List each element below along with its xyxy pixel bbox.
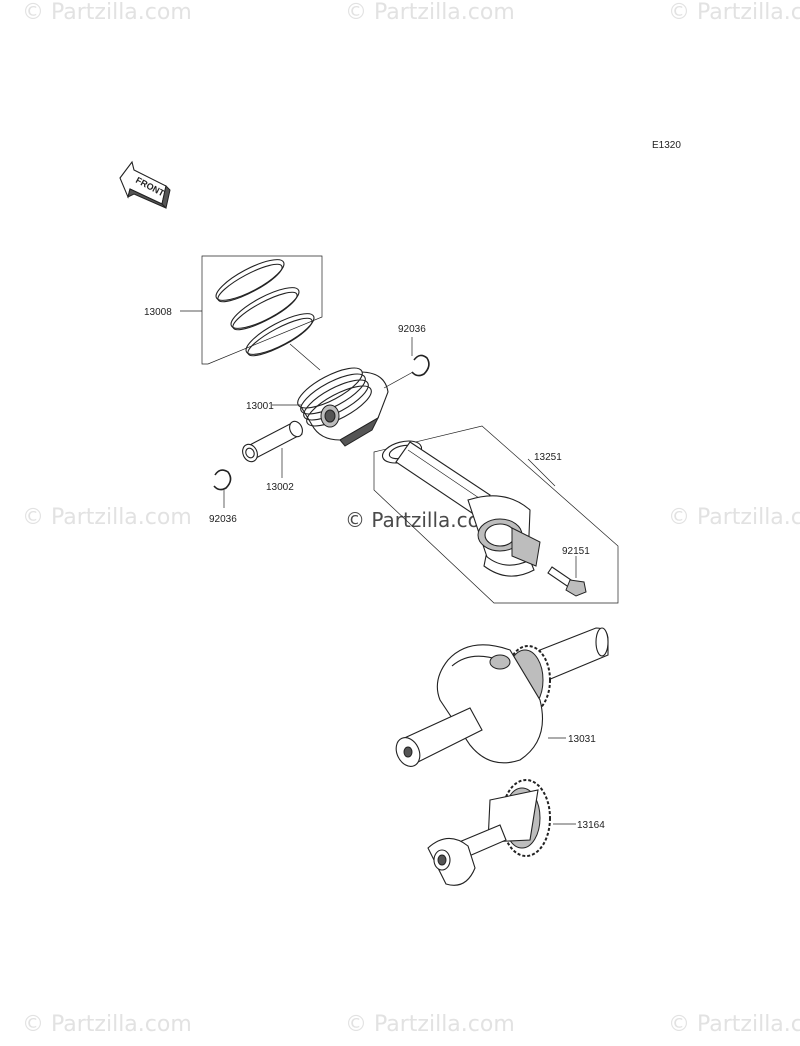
diagram-code: E1320 <box>652 140 681 151</box>
front-arrow-icon: FRONT <box>119 160 171 209</box>
watermark-top-left: © Partzilla.com <box>22 0 192 25</box>
crankshaft-part[interactable] <box>392 627 609 770</box>
watermark-mid-left: © Partzilla.com <box>22 505 192 530</box>
watermark-top-right: © Partzilla.com <box>668 0 800 25</box>
conrod-bolt-part[interactable] <box>547 566 587 597</box>
callout-92036-left[interactable]: 92036 <box>209 514 237 525</box>
circlip-right-part[interactable] <box>411 354 430 377</box>
watermark-bottom-left: © Partzilla.com <box>22 1012 192 1037</box>
callout-13251[interactable]: 13251 <box>534 452 562 463</box>
circlip-left-part[interactable] <box>213 469 232 491</box>
watermark-bottom-right: © Partzilla.com <box>668 1012 800 1037</box>
callout-13001[interactable]: 13001 <box>246 401 274 412</box>
connecting-rod-group[interactable] <box>373 425 619 604</box>
watermark-mid-right: © Partzilla.com <box>668 505 800 530</box>
watermark-top-center: © Partzilla.com <box>345 0 515 25</box>
callout-13008[interactable]: 13008 <box>144 307 172 318</box>
callout-13031[interactable]: 13031 <box>568 734 596 745</box>
callout-92151[interactable]: 92151 <box>562 546 590 557</box>
callout-92036-right[interactable]: 92036 <box>398 324 426 335</box>
piston-pin-part[interactable] <box>240 419 305 464</box>
piston-rings-group[interactable] <box>180 252 323 365</box>
piston-part[interactable] <box>293 361 389 447</box>
watermark-bottom-center: © Partzilla.com <box>345 1012 515 1037</box>
callout-13002[interactable]: 13002 <box>266 482 294 493</box>
callout-13164[interactable]: 13164 <box>577 820 605 831</box>
balancer-shaft-part[interactable] <box>427 779 551 886</box>
